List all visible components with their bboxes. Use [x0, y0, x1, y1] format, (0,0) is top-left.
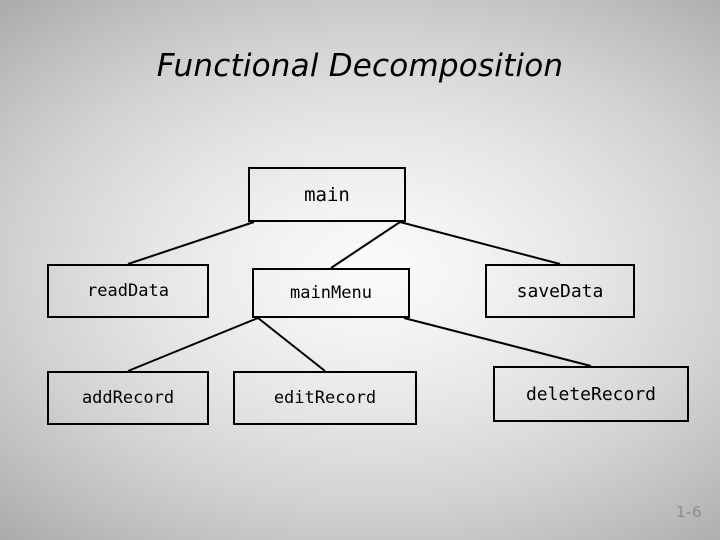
connector-main-to-mainMenu	[330, 221, 401, 269]
connector-mainMenu-to-addRecord	[127, 317, 259, 372]
node-label: mainMenu	[290, 283, 372, 303]
page-number: 1-6	[676, 503, 702, 521]
node-mainMenu[interactable]: mainMenu	[252, 268, 410, 318]
connector-main-to-saveData	[399, 221, 561, 265]
node-deleteRecord[interactable]: deleteRecord	[493, 366, 689, 422]
node-editRecord[interactable]: editRecord	[233, 371, 417, 425]
node-label: saveData	[516, 280, 604, 302]
connector-mainMenu-to-editRecord	[257, 317, 326, 372]
connector-main-to-readData	[127, 221, 255, 265]
node-label: main	[304, 183, 350, 206]
node-addRecord[interactable]: addRecord	[47, 371, 209, 425]
connector-mainMenu-to-deleteRecord	[403, 317, 592, 367]
node-label: readData	[87, 281, 169, 301]
node-saveData[interactable]: saveData	[485, 264, 635, 318]
page-title: Functional Decomposition	[156, 48, 564, 84]
node-label: editRecord	[273, 388, 377, 408]
node-main[interactable]: main	[248, 167, 406, 222]
node-label: deleteRecord	[525, 383, 657, 405]
node-readData[interactable]: readData	[47, 264, 209, 318]
node-label: addRecord	[81, 388, 175, 408]
